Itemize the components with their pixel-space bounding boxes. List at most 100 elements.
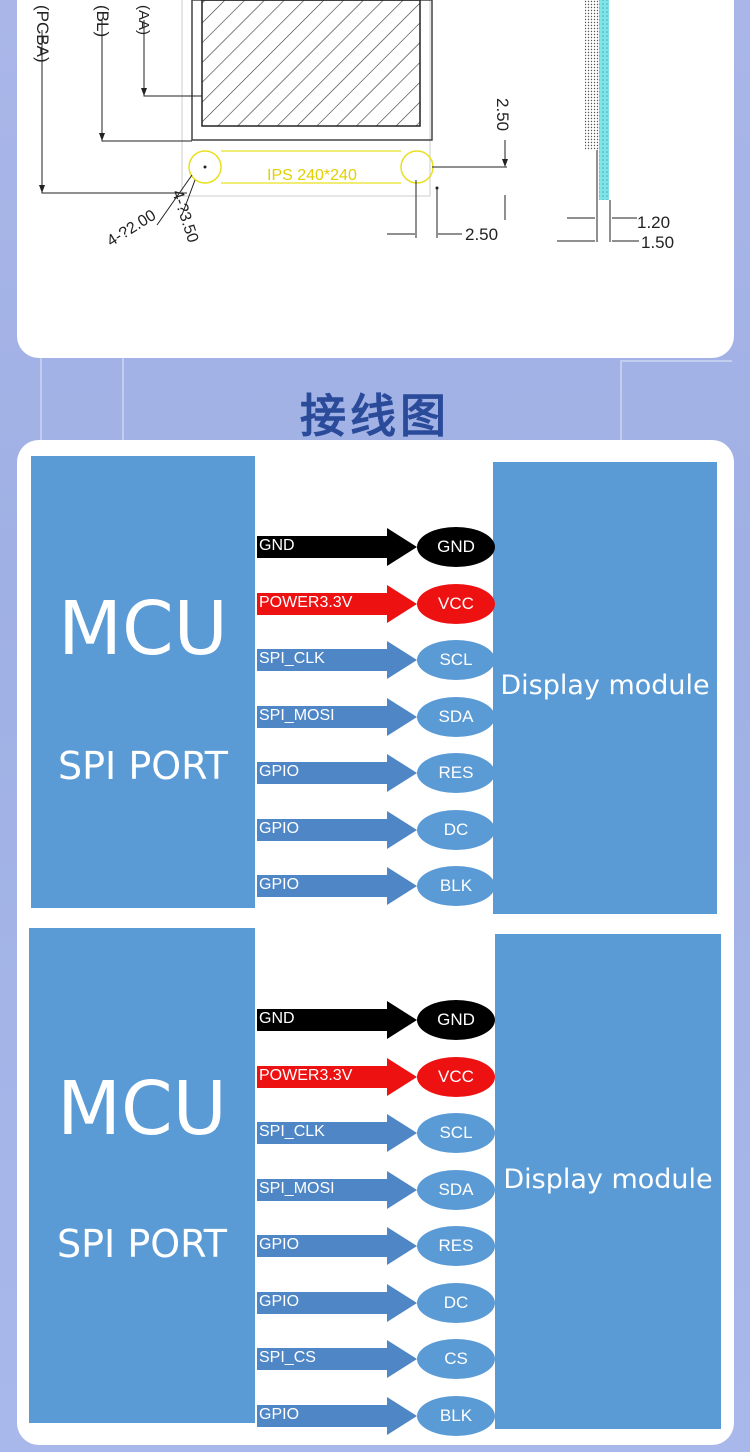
signal-arrow: GPIO [257,754,417,792]
signal-arrow: GND [257,1001,417,1039]
mcu-block: MCU SPI PORT [31,456,255,908]
pin-label: SCL [417,1113,495,1153]
signal-arrow: POWER3.3V [257,584,417,623]
pcba-label: (PCBA) [33,5,52,63]
hole-dim-label: 4-?3.50 [168,188,201,245]
signal-label: GPIO [259,763,300,780]
arrow-head [387,641,417,679]
arrow-shaft [257,649,387,671]
signal-arrow: GPIO [257,867,417,905]
mcu-title: MCU [58,586,228,672]
signal-arrow: SPI_MOSI [257,1170,417,1209]
mcu-subtitle: SPI PORT [57,1222,227,1266]
arrow-shaft [257,1348,387,1370]
signal-label: GPIO [259,1236,300,1253]
section-title: 接线图 [300,389,450,443]
signal-label: SPI_CLK [259,1123,325,1140]
arrow-shaft [257,1235,387,1257]
signal-arrow: GPIO [257,1227,417,1265]
arrow-shaft [257,1122,387,1144]
arrow-head [387,1114,417,1152]
arrow-shaft [257,762,387,784]
arrow-shaft [257,1009,387,1031]
signal-arrow: GPIO [257,1396,417,1435]
signal-arrow: SPI_CLK [257,1114,417,1152]
dim-label: 2.50 [493,98,512,131]
wiring-card: MCU SPI PORT Display module GND GND POWER3… [17,440,734,1445]
signal-arrow: GPIO [257,810,417,849]
signal-label: GND [259,1010,295,1027]
panel-label: IPS 240*240 [267,167,357,184]
pin-label: SCL [417,640,495,680]
arrow-shaft [257,1291,387,1314]
signal-arrow: GPIO [257,1283,417,1322]
dim-label: 1.50 [641,233,674,252]
pin-label: VCC [417,1056,495,1097]
aa-label: (AA) [135,5,152,35]
wiring-diagram: MCU SPI PORT Display module GND GND POWER3… [17,440,734,920]
pin-label: GND [417,1000,495,1040]
signal-arrow: GND [257,528,417,566]
wiring-diagram: MCU SPI PORT Display module GND GND POWER3… [17,928,734,1440]
signal-label: GND [259,537,295,554]
signal-label: GPIO [259,1405,300,1423]
mcu-block: MCU SPI PORT [29,928,255,1423]
signal-label: SPI_CS [259,1349,316,1366]
arrow-head [387,528,417,566]
arrow-shaft [257,875,387,897]
signal-arrow: SPI_CLK [257,641,417,679]
arrow-head [387,1396,417,1435]
bl-label: (BL) [93,5,112,37]
signal-label: SPI_CLK [259,650,325,667]
signal-arrow: SPI_MOSI [257,697,417,736]
arrow-head [387,754,417,792]
pin-label: VCC [417,583,495,624]
pin-label: SDA [417,1169,495,1210]
signal-label: SPI_MOSI [259,706,335,724]
display-module-block: Display module [495,934,721,1429]
pin-label: DC [417,809,495,850]
signal-label: POWER3.3V [259,1066,353,1084]
dim-label: 2.50 [465,225,498,244]
arrow-shaft [257,818,387,841]
arrow-head [387,1170,417,1209]
signal-label: POWER3.3V [259,593,353,611]
arrow-shaft [257,536,387,558]
display-module-block: Display module [493,462,717,914]
mechanical-drawing: IPS 240*240 (PCBA) (BL) (AA) 4-?2.00 4-?… [33,0,674,252]
arrow-head [387,584,417,623]
pin-label: RES [417,753,495,793]
arrow-head [387,697,417,736]
arrow-head [387,867,417,905]
arrow-shaft [257,1178,387,1201]
arrow-shaft [257,1065,387,1088]
arrow-head [387,1227,417,1265]
signal-label: GPIO [259,819,300,837]
arrow-head [387,1283,417,1322]
display-module-label: Display module [503,1164,713,1195]
mcu-title: MCU [57,1066,227,1152]
pin-label: BLK [417,1395,495,1436]
arrow-shaft [257,1404,387,1427]
arrow-head [387,810,417,849]
arrow-shaft [257,592,387,615]
arrow-head [387,1340,417,1378]
signal-arrow: SPI_CS [257,1340,417,1378]
signal-label: SPI_MOSI [259,1179,335,1197]
display-module-label: Display module [500,670,710,701]
pin-label: SDA [417,696,495,737]
arrow-head [387,1001,417,1039]
mcu-subtitle: SPI PORT [58,744,228,788]
pin-label: BLK [417,866,495,906]
signal-label: GPIO [259,1292,300,1310]
signal-arrow: POWER3.3V [257,1057,417,1096]
background-decoration [620,360,732,442]
pin-label: CS [417,1339,495,1379]
pin-label: DC [417,1282,495,1323]
mechanical-drawing-card: IPS 240*240 (PCBA) (BL) (AA) 4-?2.00 4-?… [17,0,734,358]
pin-label: GND [417,527,495,567]
signal-label: GPIO [259,876,300,893]
dim-label: 1.20 [637,213,670,232]
arrow-shaft [257,705,387,728]
hole-dim-label: 4-?2.00 [104,207,159,250]
